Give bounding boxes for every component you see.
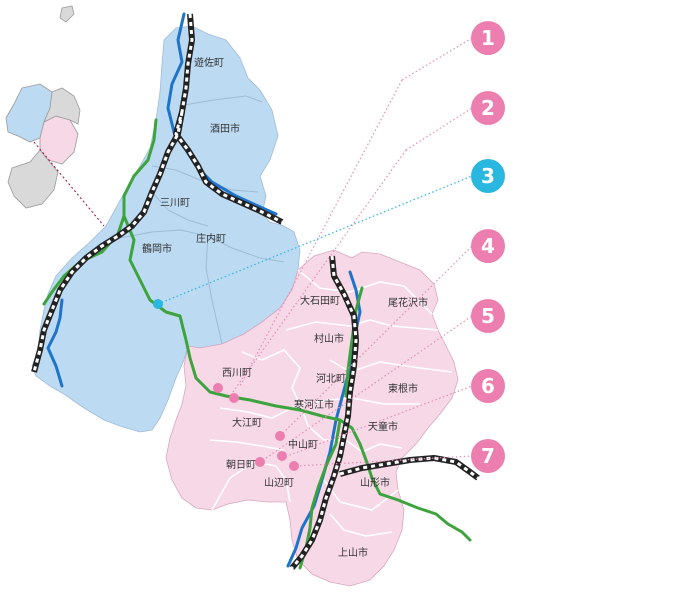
leader-3 [157, 175, 473, 305]
inset-island [59, 5, 75, 23]
label-shonai: 庄内町 [196, 232, 226, 245]
location-dot-6[interactable] [277, 451, 287, 461]
leader-lines [157, 37, 473, 467]
shonai-region [31, 25, 301, 433]
leader-7 [295, 455, 473, 467]
label-nakayama: 中山町 [288, 438, 318, 451]
label-yamagata: 山形市 [360, 476, 390, 489]
municipality-labels: 遊佐町 酒田市 三川町 庄内町 鶴岡市 大石田町 尾花沢市 村山市 西川町 河北… [142, 56, 428, 559]
marker-5[interactable]: 5 [471, 299, 505, 333]
shonai-borders [119, 95, 285, 345]
leader-5 [265, 315, 473, 459]
murayama-region [165, 249, 459, 587]
leader-6 [281, 385, 473, 459]
location-dot-5[interactable] [255, 457, 265, 467]
marker-2[interactable]: 2 [471, 91, 505, 125]
label-oishida: 大石田町 [300, 294, 340, 307]
label-nishikawa: 西川町 [222, 368, 252, 379]
marker-6[interactable]: 6 [471, 369, 505, 403]
label-higashine: 東根市 [388, 382, 418, 395]
leader-4 [279, 245, 473, 437]
label-yamanobe: 山辺町 [264, 477, 294, 489]
location-dots [153, 299, 299, 471]
marker-4-number: 4 [481, 234, 495, 258]
inset-leader [33, 141, 105, 227]
marker-1[interactable]: 1 [471, 21, 505, 55]
label-yuza: 遊佐町 [194, 56, 224, 69]
road-coast [42, 118, 158, 306]
marker-7-number: 7 [481, 444, 495, 468]
label-tsuruoka: 鶴岡市 [142, 242, 172, 255]
marker-1-number: 1 [481, 26, 495, 50]
label-murayama: 村山市 [314, 332, 344, 345]
location-dot-7[interactable] [289, 461, 299, 471]
label-sagae: 寒河江市 [294, 398, 334, 411]
label-obanazawa: 尾花沢市 [388, 296, 428, 309]
label-mikawa: 三川町 [160, 198, 190, 209]
marker-2-number: 2 [481, 96, 495, 120]
location-dot-2[interactable] [229, 393, 239, 403]
label-tendo: 天童市 [368, 420, 398, 433]
marker-4[interactable]: 4 [471, 229, 505, 263]
road-north [344, 286, 364, 398]
numbered-markers: 1 2 3 4 5 6 7 [471, 21, 505, 473]
label-kaminoyama: 上山市 [338, 546, 368, 559]
railways [31, 13, 480, 570]
inset-locator-map [5, 5, 105, 227]
marker-6-number: 6 [481, 374, 495, 398]
marker-7[interactable]: 7 [471, 439, 505, 473]
location-dot-3[interactable] [153, 299, 163, 309]
inset-shonai [5, 83, 53, 143]
river-akagawa [46, 298, 64, 388]
leader-1 [239, 37, 473, 387]
label-sakata: 酒田市 [210, 122, 240, 135]
label-oe: 大江町 [232, 416, 262, 429]
label-asahi: 朝日町 [226, 459, 256, 471]
inset-okitama [7, 149, 59, 209]
inset-mogami [43, 87, 81, 125]
location-dot-1[interactable] [213, 383, 223, 393]
label-kahoku: 河北町 [316, 373, 346, 385]
leader-2 [229, 107, 473, 397]
marker-3[interactable]: 3 [471, 159, 505, 193]
location-dot-4[interactable] [275, 431, 285, 441]
marker-5-number: 5 [481, 304, 495, 328]
marker-3-number: 3 [481, 164, 495, 188]
